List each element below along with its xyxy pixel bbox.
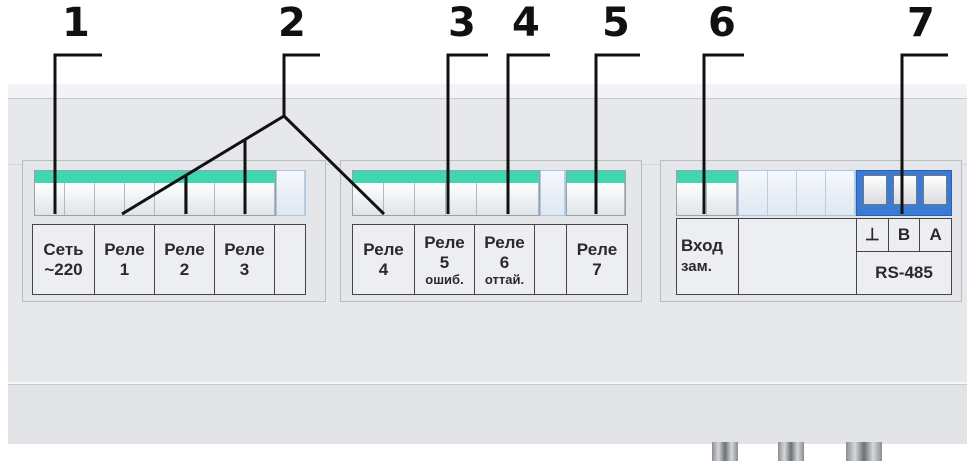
terminal-blank-1 [276,170,306,216]
label-relay-4-line1: Реле [363,239,404,259]
label-relay-6-line1: Реле [484,232,525,252]
label-relay-5: Реле 5 ошиб. [415,225,475,294]
label-group-2: Реле 4 Реле 5 ошиб. Реле 6 оттай. Реле 7 [352,224,628,295]
label-relay-7-line1: Реле [576,239,618,259]
rs485-label: RS-485 [875,263,933,282]
callout-6: 6 [708,0,736,46]
label-empty-3 [739,219,857,294]
label-relay-2-line2: 2 [179,259,190,279]
callout-4: 4 [512,0,540,46]
connector-pin-1 [712,442,738,461]
callout-7: 7 [907,0,935,46]
label-relay-4: Реле 4 [353,225,415,294]
rs485-pin-a: A [929,225,942,244]
callout-5: 5 [602,0,630,46]
label-relay-2: Реле 2 [155,225,215,294]
terminal-block-1 [34,170,276,216]
label-relay-3-line1: Реле [224,239,265,259]
label-relay-6-line3: оттай. [484,271,525,287]
label-relay-6-line2: 6 [499,252,510,272]
terminal-block-3 [566,170,626,216]
label-relay-5-line3: ошиб. [425,271,464,287]
label-relay-5-line2: 5 [439,252,450,272]
callout-3: 3 [448,0,476,46]
label-power-line2: ~220 [44,259,83,279]
label-relay-1: Реле 1 [95,225,155,294]
connector-pin-3 [846,442,882,461]
label-relay-5-line1: Реле [424,232,465,252]
label-relay-7-line2: 7 [592,259,602,279]
label-relay-3: Реле 3 [215,225,275,294]
terminal-blank-2 [540,170,566,216]
label-input-line2: зам. [681,257,712,275]
callout-2: 2 [278,0,306,46]
terminal-block-2 [352,170,540,216]
label-relay-3-line2: 3 [239,259,250,279]
label-power-line1: Сеть [43,239,84,259]
label-relay-1-line2: 1 [119,259,130,279]
label-relay-2-line1: Реле [164,239,205,259]
terminal-blank-3 [738,170,856,216]
label-group-3: Вход зам. ⊥ B A RS-485 [676,218,952,295]
rs485-pin-b: B [889,219,921,251]
label-group-1: Сеть ~220 Реле 1 Реле 2 Реле 3 [32,224,306,295]
label-rs485: ⊥ B A RS-485 [857,219,951,294]
label-empty-2 [535,225,567,294]
rs485-connector [856,170,952,216]
label-input-line1: Вход [681,235,724,255]
label-relay-4-line2: 4 [378,259,389,279]
label-relay-7: Реле 7 [567,225,627,294]
label-power: Сеть ~220 [33,225,95,294]
terminal-block-4 [676,170,738,216]
label-input: Вход зам. [677,219,739,294]
rs485-pin-ground: ⊥ [857,219,889,251]
connector-pin-2 [778,442,804,461]
label-empty-1 [275,225,305,294]
label-relay-1-line1: Реле [104,239,145,259]
callout-1: 1 [62,0,90,46]
label-relay-6: Реле 6 оттай. [475,225,535,294]
